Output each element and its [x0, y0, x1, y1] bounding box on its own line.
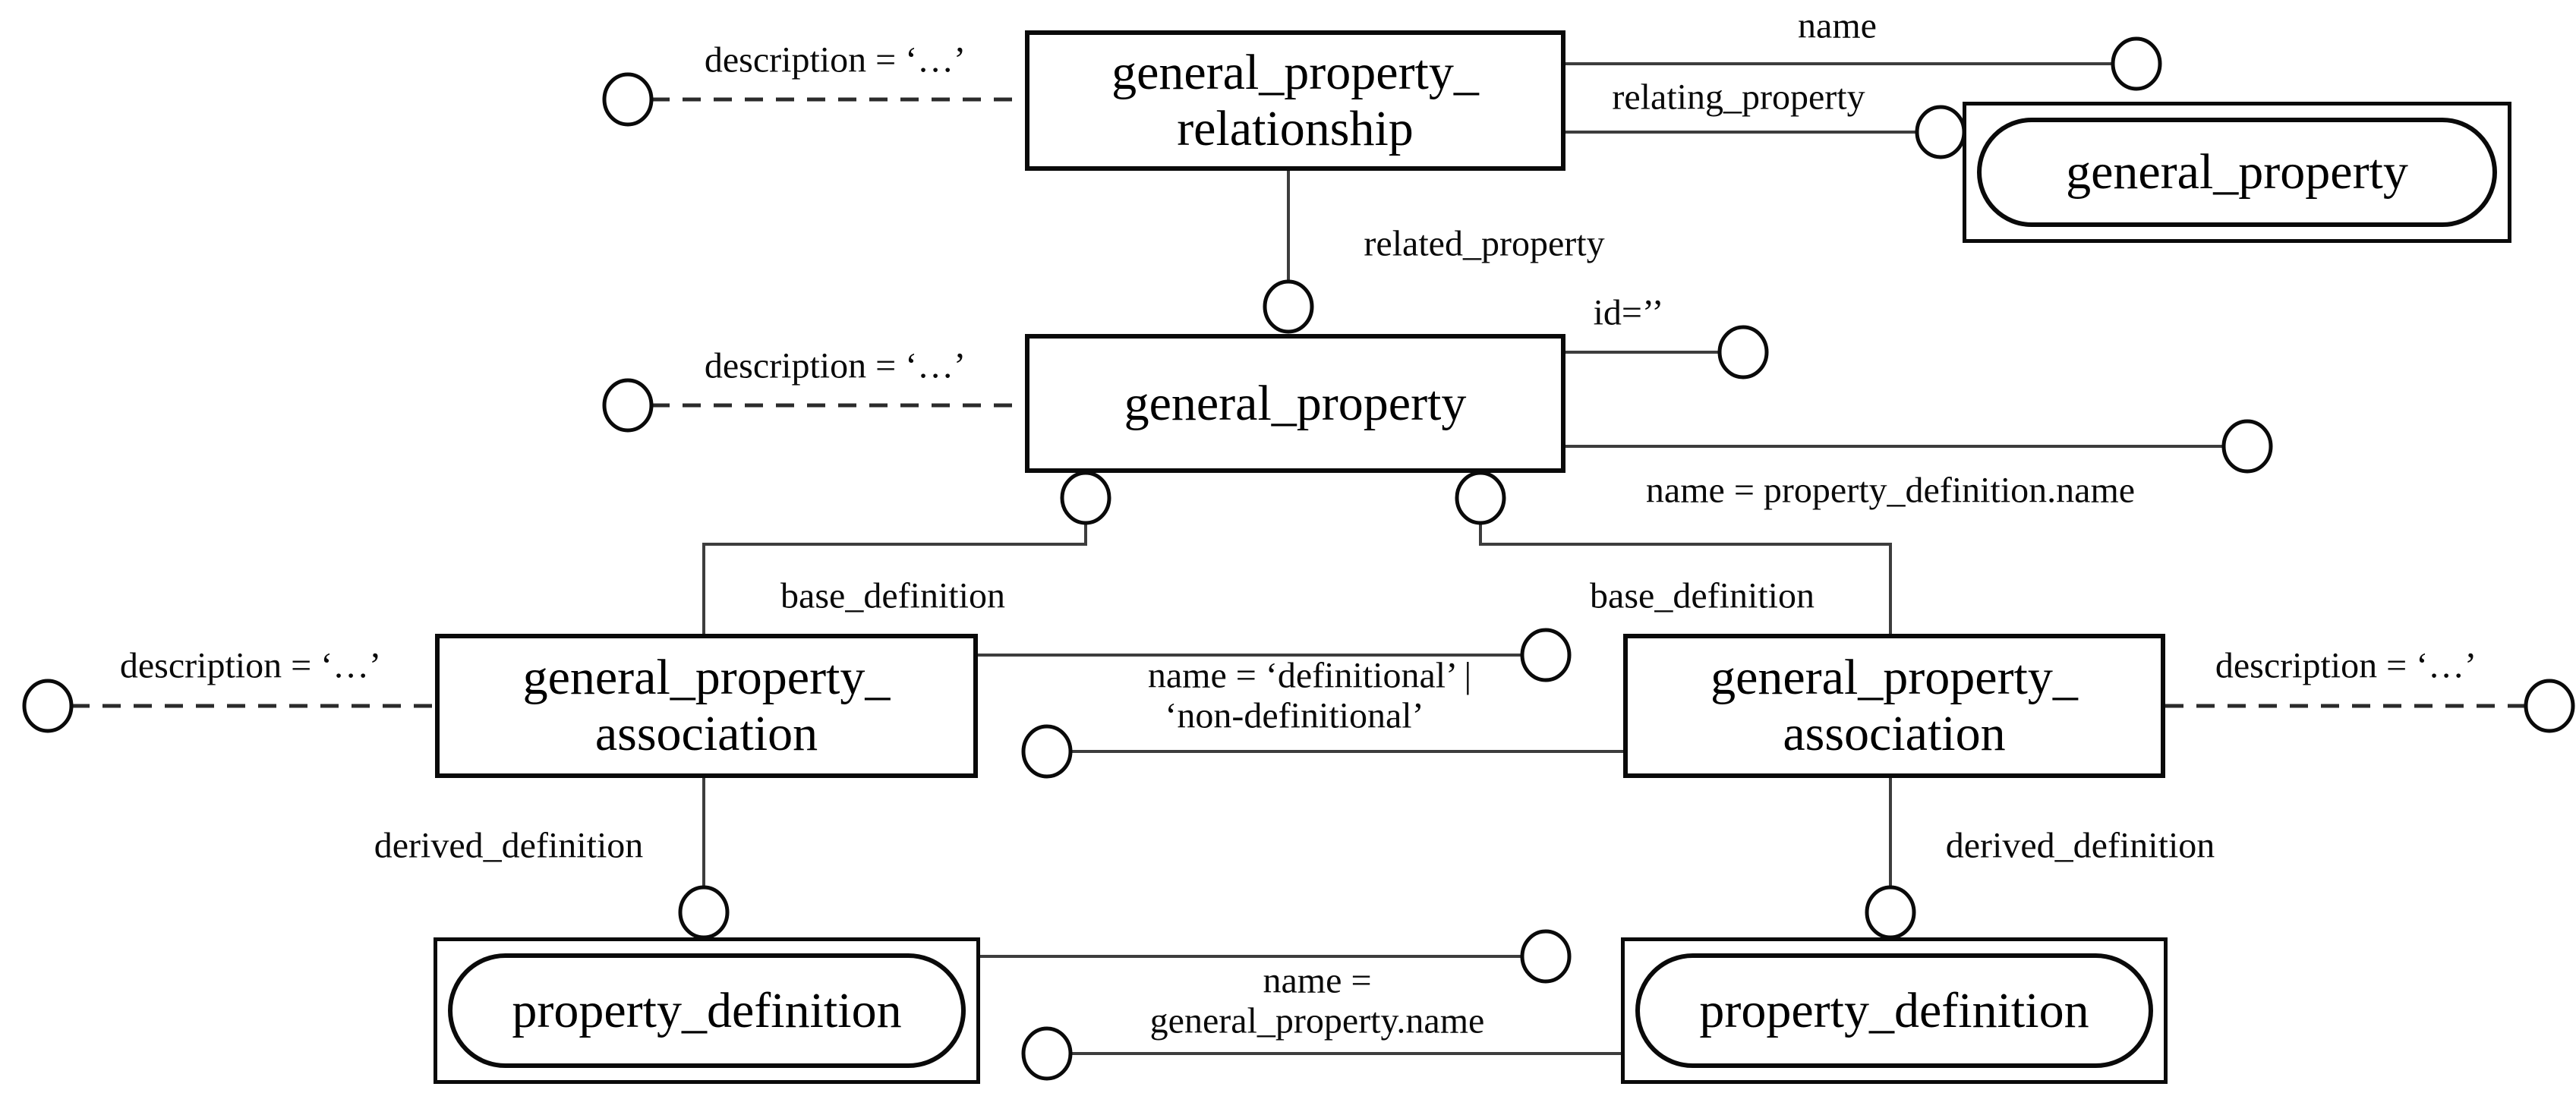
entity-general-property-association-left: general_property_ association [435, 634, 978, 778]
entity-label-line2: association [594, 706, 818, 761]
terminal-circle-description-association-right [2524, 679, 2575, 733]
label-description-relationship: description = ‘…’ [704, 39, 966, 80]
label-description-association-left: description = ‘…’ [119, 645, 382, 686]
terminal-circle-description-association-left [22, 679, 74, 733]
label-name-general-property: name = property_definition.name [1645, 470, 2136, 511]
entity-property-definition-left: property_definition [434, 937, 980, 1084]
label-derived-definition-right: derived_definition [1945, 825, 2215, 866]
terminal-circle-derived-definition-right [1865, 885, 1916, 940]
terminal-circle-definition-name-left [1520, 929, 1572, 984]
terminal-circle-description-relationship [602, 72, 654, 127]
entity-label-line1: general_property_ [1711, 650, 2078, 706]
label-id: id=’’ [1593, 292, 1664, 333]
line-base-definition-left [702, 523, 1087, 634]
label-base-definition-right: base_definition [1590, 575, 1815, 616]
label-description-general-property: description = ‘…’ [704, 345, 966, 386]
terminal-circle-association-name-right [1021, 724, 1073, 779]
label-definition-name-line2: general_property.name [1149, 1000, 1485, 1041]
entity-general-property-ref: general_property [1963, 102, 2511, 243]
entity-label-line1: general_property_ [1111, 44, 1479, 100]
entity-label: general_property [1124, 375, 1467, 431]
label-association-name-line1: name = ‘definitional’ | [1147, 655, 1472, 696]
entity-label-line2: association [1783, 706, 2006, 761]
entity-property-definition-right-stadium: property_definition [1635, 953, 2153, 1068]
terminal-circle-id [1717, 325, 1769, 380]
terminal-circle-base-definition-right [1455, 471, 1506, 525]
terminal-circle-related-property [1263, 279, 1314, 334]
terminal-circle-name-relationship [2111, 36, 2162, 91]
terminal-circle-definition-name-right [1021, 1026, 1073, 1081]
entity-general-property-relationship: general_property_ relationship [1025, 30, 1565, 171]
label-related-property: related_property [1364, 223, 1605, 264]
label-description-association-right: description = ‘…’ [2215, 645, 2477, 686]
entity-general-property-ref-stadium: general_property [1977, 118, 2497, 227]
terminal-circle-derived-definition-left [678, 885, 730, 940]
terminal-circle-description-general-property [602, 378, 654, 433]
entity-label: general_property [2066, 144, 2408, 200]
label-association-name-line2: ‘non-definitional’ [1165, 695, 1424, 736]
label-name-relationship: name [1798, 5, 1877, 46]
line-base-definition-right [1479, 523, 1892, 634]
entity-property-definition-right: property_definition [1621, 937, 2168, 1084]
entity-property-definition-left-stadium: property_definition [448, 953, 966, 1068]
terminal-circle-relating-property [1915, 105, 1966, 159]
label-relating-property: relating_property [1612, 77, 1865, 118]
entity-label: property_definition [512, 982, 902, 1038]
entity-label-line2: relationship [1177, 100, 1414, 156]
label-derived-definition-left: derived_definition [374, 825, 644, 866]
entity-label: property_definition [1699, 982, 2089, 1038]
terminal-circle-name-general-property [2221, 419, 2273, 474]
label-definition-name-line1: name = [1263, 960, 1372, 1001]
entity-general-property: general_property [1025, 334, 1565, 473]
terminal-circle-association-name-left [1520, 628, 1572, 682]
label-base-definition-left: base_definition [780, 575, 1005, 616]
entity-label-line1: general_property_ [522, 650, 891, 706]
entity-general-property-association-right: general_property_ association [1623, 634, 2165, 778]
terminal-circle-base-definition-left [1060, 471, 1111, 525]
